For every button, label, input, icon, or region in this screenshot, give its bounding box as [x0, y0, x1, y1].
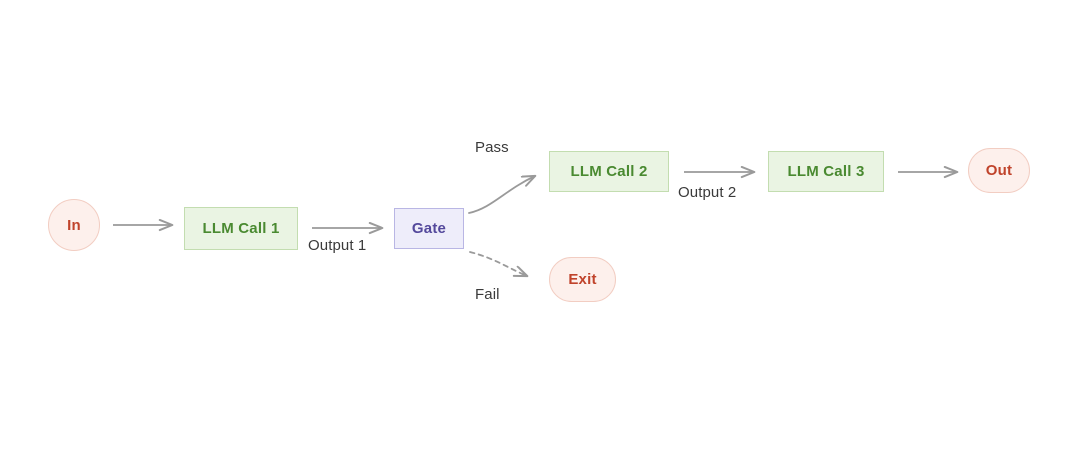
edge-gate-to-exit-fail [469, 251, 527, 276]
edge-label-output-2: Output 2 [678, 184, 737, 201]
node-in[interactable]: In [48, 199, 100, 251]
node-exit-label: Exit [568, 271, 597, 288]
node-gate-label: Gate [411, 220, 447, 237]
node-gate[interactable]: Gate [394, 208, 464, 249]
node-llm-call-2-label: LLM Call 2 [570, 163, 648, 180]
node-exit[interactable]: Exit [549, 257, 616, 302]
node-out-label: Out [985, 162, 1013, 179]
node-llm-call-3[interactable]: LLM Call 3 [768, 151, 884, 192]
node-llm-call-2[interactable]: LLM Call 2 [549, 151, 669, 192]
node-out[interactable]: Out [968, 148, 1030, 193]
edge-gate-to-llm-call-2-pass [468, 176, 535, 214]
node-llm-call-1[interactable]: LLM Call 1 [184, 207, 298, 250]
node-llm-call-3-label: LLM Call 3 [787, 163, 865, 180]
edge-label-fail: Fail [475, 286, 500, 303]
node-in-label: In [67, 216, 81, 234]
node-llm-call-1-label: LLM Call 1 [202, 220, 280, 237]
edge-label-output-1: Output 1 [308, 237, 367, 254]
edge-label-pass: Pass [475, 139, 509, 156]
